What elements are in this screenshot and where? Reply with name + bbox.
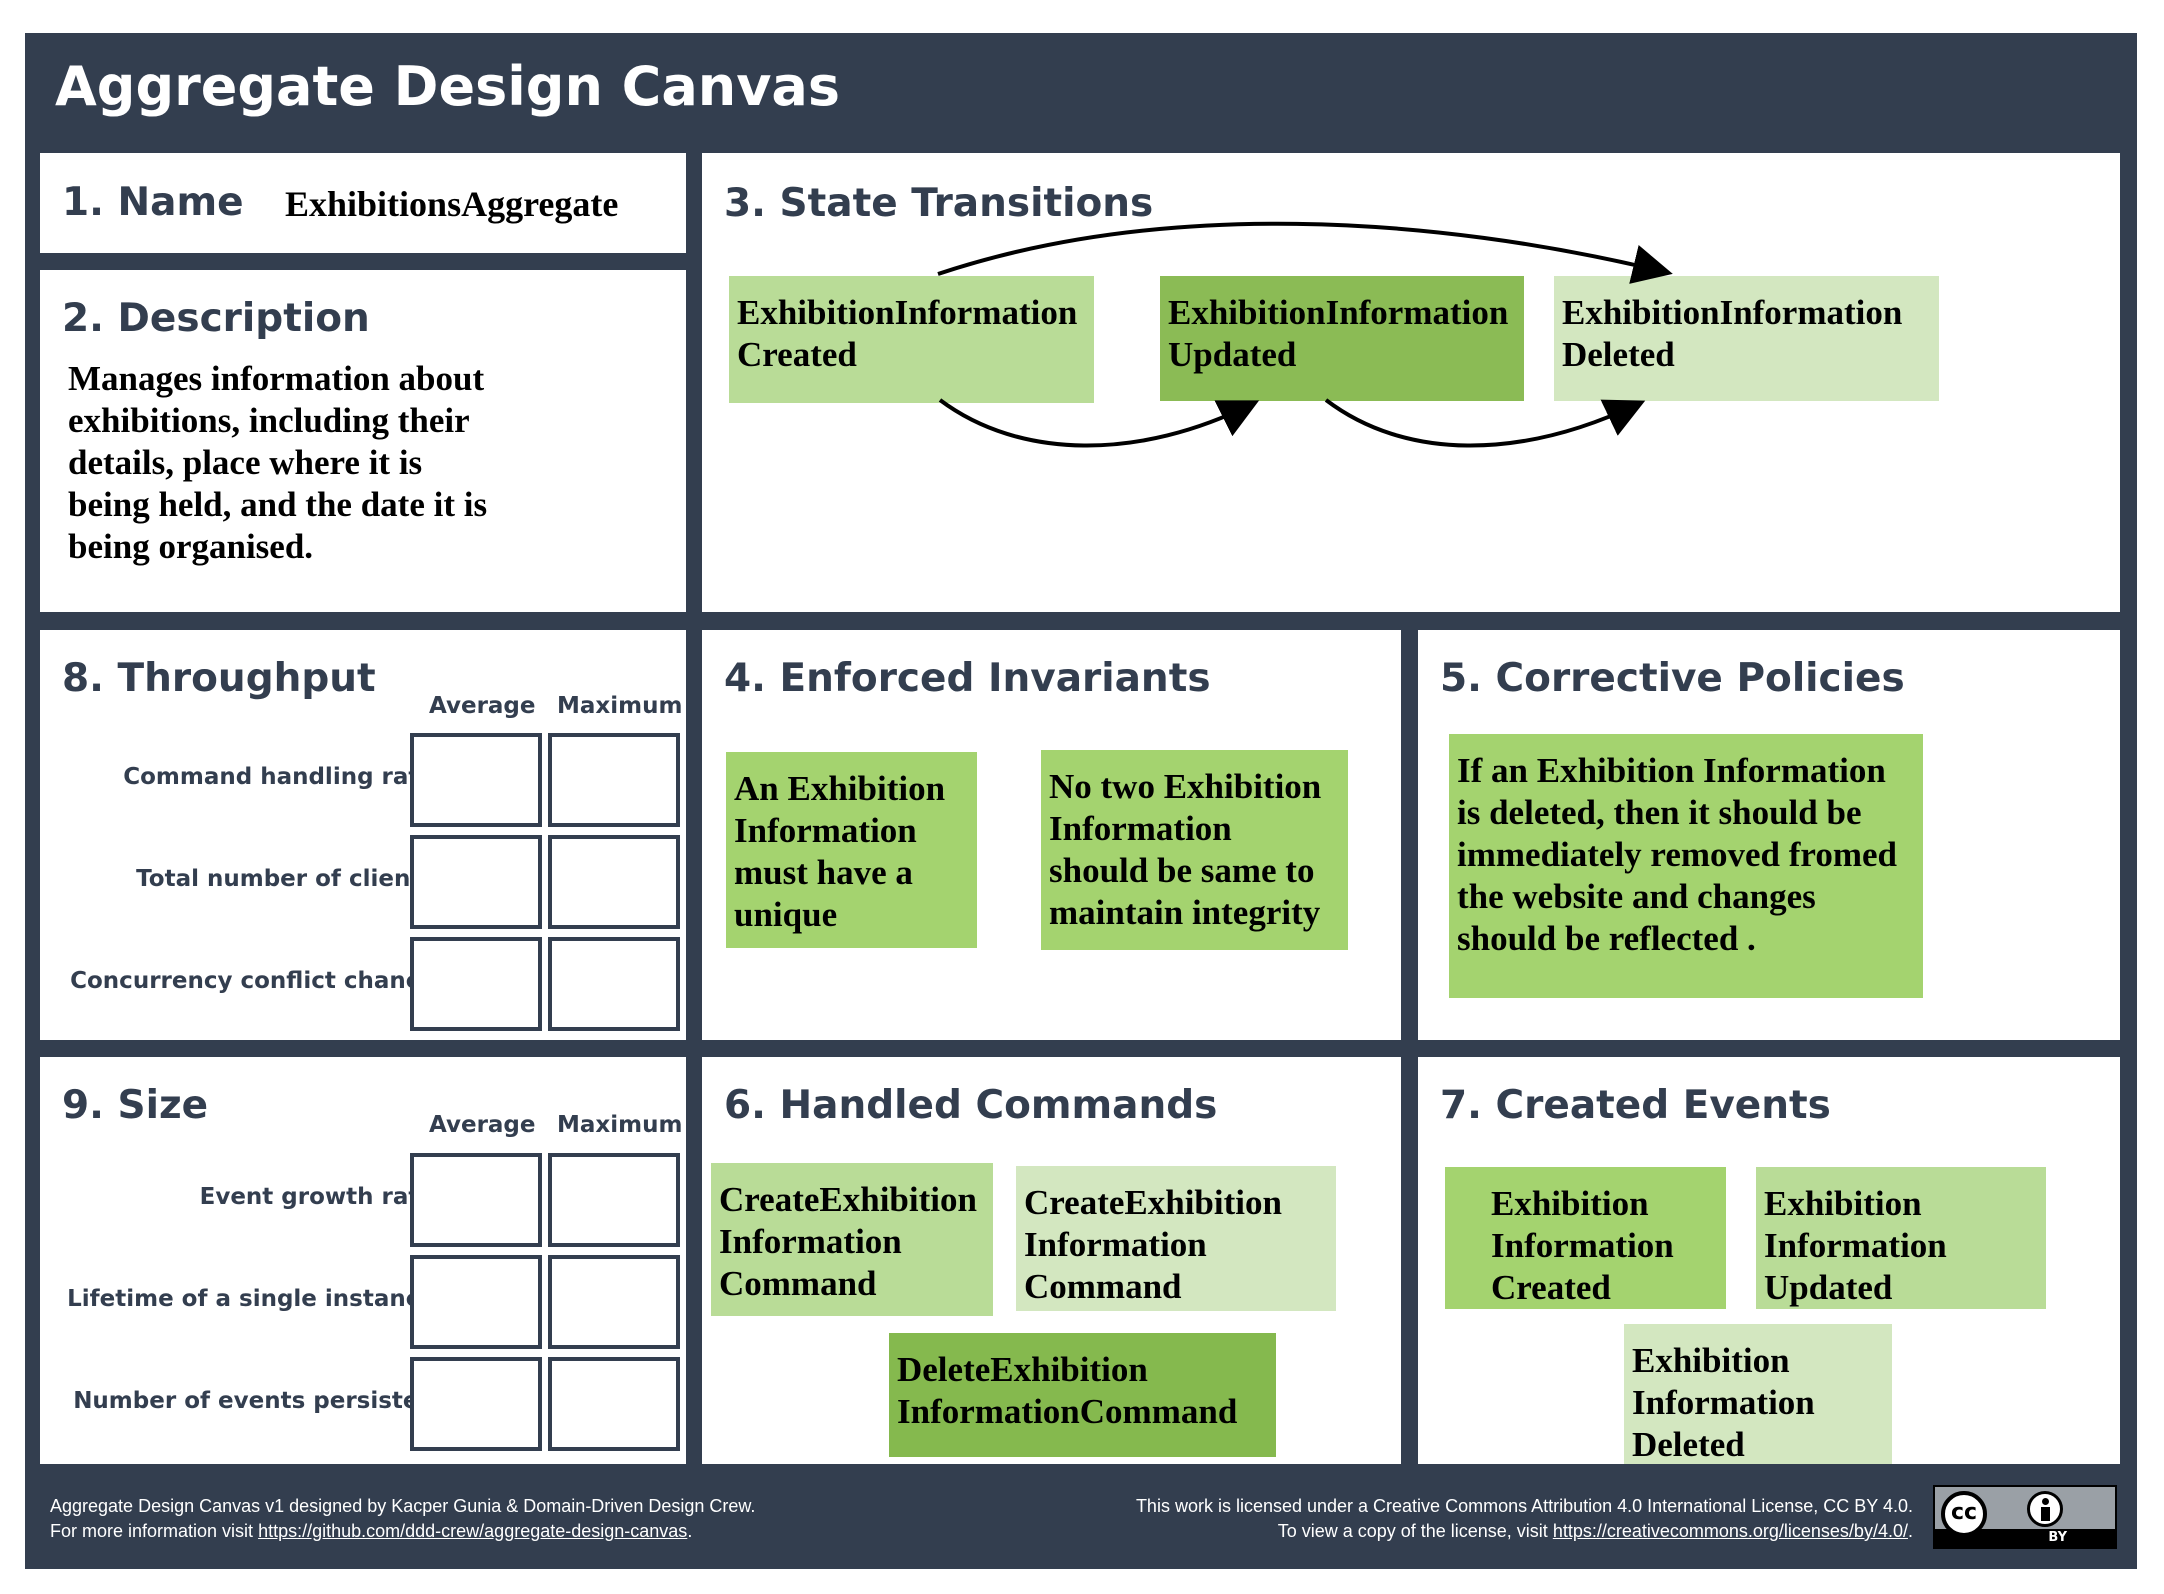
corrective-policies-heading: 5. Corrective Policies [1440, 656, 1905, 701]
description-text: Manages information about exhibitions, i… [68, 359, 488, 566]
footer-left: Aggregate Design Canvas v1 designed by K… [50, 1494, 755, 1544]
arrow-created-to-updated [938, 398, 1260, 448]
attribution-icon [2027, 1491, 2063, 1527]
name-heading: 1. Name [62, 180, 244, 225]
by-label: BY [2048, 1530, 2067, 1545]
attribution-body [2041, 1507, 2050, 1521]
size-average-input[interactable] [410, 1153, 542, 1247]
state-deleted: ExhibitionInformation Deleted [1554, 276, 1939, 401]
throughput-average-input[interactable] [410, 835, 542, 929]
throughput-average-input[interactable] [410, 937, 542, 1031]
event-note: Exhibition Information Created [1445, 1167, 1726, 1309]
footer-right: This work is licensed under a Creative C… [1136, 1494, 1913, 1544]
throughput-col-maximum: Maximum [557, 693, 683, 719]
throughput-maximum-input[interactable] [548, 937, 680, 1031]
event-note: Exhibition Information Updated [1756, 1167, 2046, 1309]
throughput-row-label: Command handling rate [123, 764, 435, 790]
size-heading: 9. Size [62, 1083, 209, 1128]
size-col-average: Average [429, 1112, 536, 1138]
size-maximum-input[interactable] [548, 1357, 680, 1451]
invariant-note: No two Exhibition Information should be … [1041, 750, 1348, 950]
event-note: Exhibition Information Deleted [1624, 1324, 1892, 1464]
size-row-label: Event growth rate [199, 1184, 435, 1210]
command-note: CreateExhibition Information Command [711, 1163, 993, 1316]
canvas-title: Aggregate Design Canvas [55, 55, 840, 118]
footer-more-info-prefix: For more information visit [50, 1521, 259, 1541]
name-panel: 1. Name ExhibitionsAggregate [40, 153, 686, 253]
state-created: ExhibitionInformation Created [729, 276, 1094, 403]
policy-note: If an Exhibition Information is deleted,… [1449, 734, 1923, 998]
aggregate-name: ExhibitionsAggregate [285, 184, 619, 224]
cc-icon: cc [1941, 1491, 1987, 1537]
size-col-maximum: Maximum [557, 1112, 683, 1138]
arrow-updated-to-deleted [1324, 398, 1646, 448]
license-visit-suffix: . [1907, 1521, 1913, 1541]
throughput-panel: 8. Throughput Average Maximum Command ha… [40, 630, 686, 1040]
license-link[interactable]: https://creativecommons.org/licenses/by/… [1552, 1521, 1908, 1541]
cc-by-badge[interactable]: cc BY [1933, 1485, 2117, 1549]
invariant-note: An Exhibition Information must have a un… [726, 752, 977, 948]
created-events-heading: 7. Created Events [1440, 1083, 1831, 1128]
size-row-label: Lifetime of a single instance [67, 1286, 435, 1312]
license-text: This work is licensed under a Creative C… [1135, 1496, 1913, 1516]
size-panel: 9. Size Average Maximum Event growth rat… [40, 1057, 686, 1464]
handled-commands-heading: 6. Handled Commands [724, 1083, 1218, 1128]
footer-more-info: For more information visit https://githu… [50, 1519, 755, 1544]
size-average-input[interactable] [410, 1255, 542, 1349]
command-note: CreateExhibition Information Command [1016, 1166, 1336, 1311]
command-note: DeleteExhibition InformationCommand [889, 1333, 1276, 1457]
size-row-label: Number of events persisted [73, 1388, 435, 1414]
cc-badge-stripe [1935, 1529, 2115, 1547]
size-maximum-input[interactable] [548, 1255, 680, 1349]
attribution-head [2042, 1498, 2049, 1505]
throughput-maximum-input[interactable] [548, 733, 680, 827]
description-panel: 2. Description Manages information about… [40, 270, 686, 612]
throughput-row-label: Total number of clients [136, 866, 435, 892]
size-maximum-input[interactable] [548, 1153, 680, 1247]
throughput-col-average: Average [429, 693, 536, 719]
license-visit: To view a copy of the license, visit htt… [1136, 1519, 1913, 1544]
throughput-average-input[interactable] [410, 733, 542, 827]
arrow-created-to-deleted [937, 221, 1673, 284]
description-heading: 2. Description [62, 296, 370, 341]
size-average-input[interactable] [410, 1357, 542, 1451]
state-transitions-heading: 3. State Transitions [724, 181, 1154, 226]
throughput-row-label: Concurrency conflict chance [70, 968, 435, 994]
enforced-invariants-heading: 4. Enforced Invariants [724, 656, 1211, 701]
license-visit-prefix: To view a copy of the license, visit [1277, 1521, 1553, 1541]
state-updated: ExhibitionInformation Updated [1160, 276, 1524, 401]
github-link[interactable]: https://github.com/ddd-crew/aggregate-de… [258, 1521, 688, 1541]
footer-more-info-suffix: . [687, 1521, 693, 1541]
footer-credit: Aggregate Design Canvas v1 designed by K… [50, 1496, 756, 1516]
throughput-maximum-input[interactable] [548, 835, 680, 929]
throughput-heading: 8. Throughput [62, 656, 376, 701]
